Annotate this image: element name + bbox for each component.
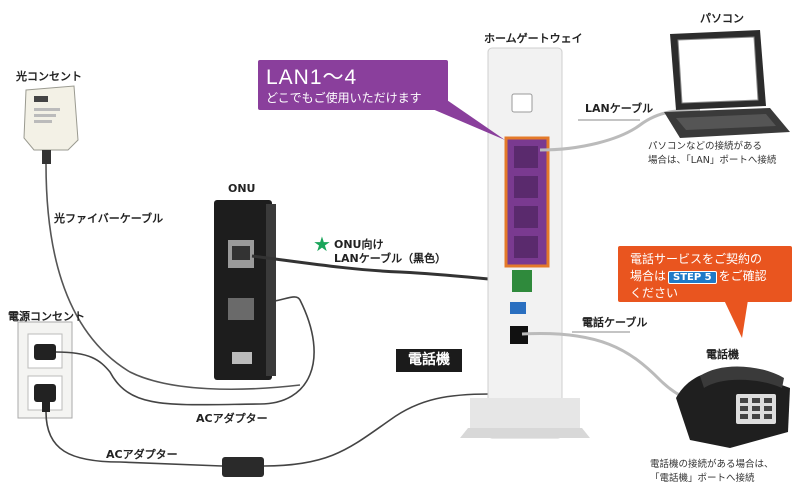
service-callout-line2-pre: 場合は — [630, 269, 667, 283]
lan-cable-label: LANケーブル — [585, 102, 654, 115]
pc-note-line2: 場合は、「LAN」ポートへ接続 — [648, 155, 777, 166]
ac-adapter-label-1: ACアダプター — [196, 412, 268, 425]
power-outlet-device — [17, 321, 73, 419]
ac-adapter-cable-1 — [55, 296, 315, 406]
telephone-device — [676, 366, 790, 448]
lan-callout-pointer — [430, 98, 505, 140]
phone-label: 電話機 — [706, 348, 739, 361]
star-icon: ★ — [313, 232, 331, 256]
home-gateway-label: ホームゲートウェイ — [484, 32, 583, 45]
fiber-cable-line — [45, 163, 301, 391]
lan-callout-subtitle: どこでもご使用いただけます — [266, 91, 422, 105]
laptop-device — [664, 30, 790, 138]
phone-note-line2: 「電話機」ポートへ接続 — [650, 473, 755, 484]
phone-note-line1: 電話機の接続がある場合は、 — [650, 459, 774, 470]
onu-lan-cable-line — [251, 254, 521, 284]
optical-outlet-device — [23, 85, 79, 164]
lan-callout: LAN1～4 どこでもご使用いただけます — [258, 60, 448, 110]
lan-callout-title: LAN1～4 — [266, 66, 358, 89]
service-callout-line1: 電話サービスをご契約の — [630, 252, 763, 266]
home-gateway-device — [460, 47, 590, 439]
onu-label: ONU — [228, 182, 256, 195]
phone-cable-label: 電話ケーブル — [582, 316, 648, 329]
ac-adapter-label-2: ACアダプター — [106, 448, 178, 461]
ac-adapter-cable-2 — [45, 411, 223, 467]
onu-cable-label-line1: ONU向け — [334, 238, 384, 251]
service-callout-pointer — [724, 300, 748, 338]
step-badge: STEP 5 — [668, 271, 717, 284]
phone-tag-label: 電話機 — [396, 349, 462, 372]
onu-device — [214, 200, 276, 380]
onu-cable-label-line2: LANケーブル（黒色） — [334, 252, 447, 265]
fiber-cable-label: 光ファイバーケーブル — [54, 212, 164, 225]
service-callout-line3: ください — [630, 286, 679, 300]
power-outlet-label: 電源コンセント — [8, 310, 85, 323]
lan-cable-to-pc — [539, 108, 701, 152]
ac-adapter-brick — [222, 457, 264, 477]
optical-outlet-label: 光コンセント — [16, 70, 82, 83]
service-callout-line2-post: をご確認 — [718, 269, 767, 283]
pc-note-line1: パソコンなどの接続がある — [648, 141, 763, 152]
pc-label: パソコン — [700, 12, 744, 25]
